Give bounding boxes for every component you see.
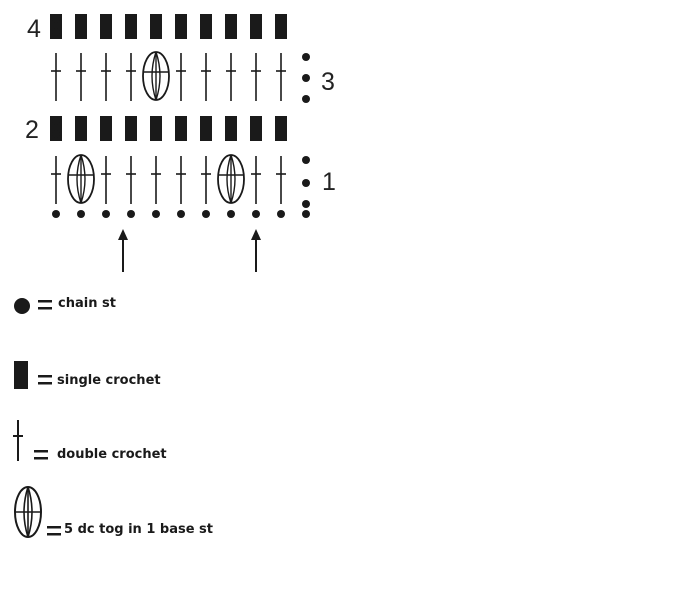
single-crochet-stitch <box>75 14 87 39</box>
legend-cluster-label: 5 dc tog in 1 base st <box>64 522 214 537</box>
single-crochet-stitch <box>75 116 87 141</box>
double-crochet-stitch <box>276 53 286 101</box>
double-crochet-stitch <box>126 53 136 101</box>
double-crochet-stitch <box>176 53 186 101</box>
chain-stitch <box>302 200 310 208</box>
double-crochet-stitch <box>51 156 61 204</box>
chain-stitch <box>302 210 310 218</box>
chain-stitch <box>77 210 85 218</box>
single-crochet-stitch <box>125 116 137 141</box>
legend-single-crochet: single crochet <box>0 358 679 408</box>
double-crochet-stitch <box>251 53 261 101</box>
arrow-up-icon <box>251 229 261 240</box>
single-crochet-icon <box>14 361 52 389</box>
chain-stitch <box>52 210 60 218</box>
double-crochet-stitch <box>226 53 236 101</box>
chain-stitch <box>202 210 210 218</box>
double-crochet-stitch <box>51 53 61 101</box>
crochet-chart: 4 3 2 1 <box>25 14 336 272</box>
double-crochet-stitch <box>101 53 111 101</box>
chain-stitch <box>277 210 285 218</box>
chain-stitch <box>252 210 260 218</box>
arrow-up-icon <box>118 229 128 240</box>
dc-cluster-stitch <box>217 154 245 204</box>
dc-cluster-icon <box>14 486 61 538</box>
legend-cluster: 5 dc tog in 1 base st <box>0 485 679 538</box>
chain-stitch <box>302 95 310 103</box>
single-crochet-stitch <box>150 14 162 39</box>
stitch-layer <box>50 14 310 272</box>
single-crochet-stitch <box>175 116 187 141</box>
double-crochet-stitch <box>176 156 186 204</box>
single-crochet-stitch <box>100 116 112 141</box>
double-crochet-stitch <box>76 53 86 101</box>
single-crochet-stitch <box>100 14 112 39</box>
chain-stitch <box>227 210 235 218</box>
chain-stitch <box>52 28 60 36</box>
legend-double-crochet-label: double crochet <box>57 447 167 462</box>
double-crochet-icon <box>13 420 48 461</box>
chain-stitch <box>152 210 160 218</box>
double-crochet-stitch <box>151 156 161 204</box>
double-crochet-stitch <box>101 156 111 204</box>
single-crochet-stitch <box>150 116 162 141</box>
chain-stitch <box>302 53 310 61</box>
row-number-3: 3 <box>321 68 335 96</box>
single-crochet-stitch <box>225 14 237 39</box>
chain-stitch <box>177 210 185 218</box>
chain-stitch-icon <box>14 298 52 314</box>
chain-stitch <box>127 210 135 218</box>
chain-stitch <box>302 179 310 187</box>
single-crochet-stitch <box>200 116 212 141</box>
double-crochet-stitch <box>276 156 286 204</box>
single-crochet-stitch <box>275 116 287 141</box>
single-crochet-stitch <box>125 14 137 39</box>
row-number-2: 2 <box>25 116 39 144</box>
dc-cluster-stitch <box>142 51 170 101</box>
chain-stitch <box>302 156 310 164</box>
legend-single-crochet-label: single crochet <box>57 373 161 388</box>
single-crochet-stitch <box>250 14 262 39</box>
double-crochet-stitch <box>201 156 211 204</box>
single-crochet-stitch <box>275 14 287 39</box>
single-crochet-stitch <box>225 116 237 141</box>
chain-stitch <box>302 74 310 82</box>
legend-chain: chain st <box>0 290 679 340</box>
row-number-1: 1 <box>322 168 336 196</box>
single-crochet-stitch <box>175 14 187 39</box>
legend-double-crochet: double crochet <box>0 417 679 467</box>
chain-stitch <box>52 130 60 138</box>
chain-stitch <box>52 117 60 125</box>
single-crochet-stitch <box>200 14 212 39</box>
double-crochet-stitch <box>126 156 136 204</box>
chain-stitch <box>52 15 60 23</box>
row-number-4: 4 <box>27 15 41 43</box>
double-crochet-stitch <box>251 156 261 204</box>
legend-chain-label: chain st <box>58 296 116 311</box>
single-crochet-stitch <box>250 116 262 141</box>
chain-stitch <box>102 210 110 218</box>
double-crochet-stitch <box>201 53 211 101</box>
dc-cluster-stitch <box>67 154 95 204</box>
